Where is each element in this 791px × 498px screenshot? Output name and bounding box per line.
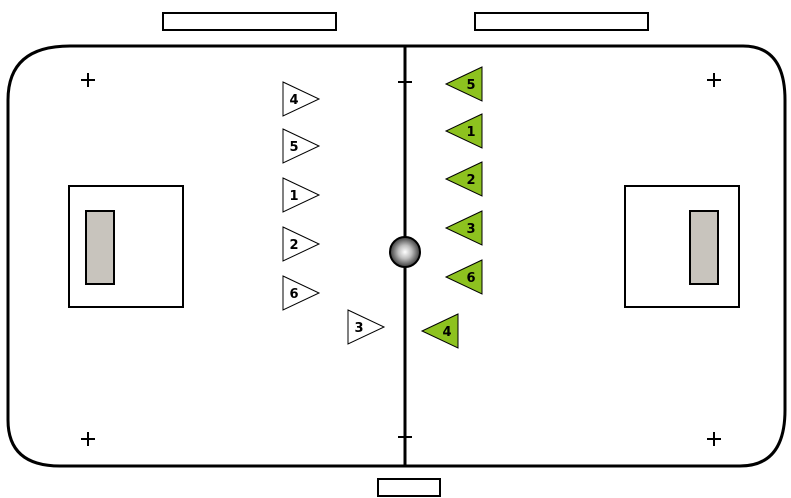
home-player-2[interactable]: 5 xyxy=(282,128,321,164)
triangle-right-icon xyxy=(282,275,321,311)
plus-icon xyxy=(707,432,721,446)
triangle-right-icon xyxy=(282,81,321,117)
right-bench xyxy=(474,12,649,31)
left-goal xyxy=(85,210,115,285)
player-number: 4 xyxy=(289,93,298,108)
away-player-2[interactable]: 1 xyxy=(444,113,483,149)
right-goal-area xyxy=(624,185,740,308)
away-player-3[interactable]: 2 xyxy=(444,161,483,197)
ball-icon[interactable] xyxy=(389,236,421,268)
plus-icon xyxy=(707,73,721,87)
player-number: 5 xyxy=(289,140,298,155)
player-number: 4 xyxy=(442,325,451,340)
triangle-right-icon xyxy=(282,226,321,262)
player-number: 2 xyxy=(466,173,475,188)
player-number: 2 xyxy=(289,238,298,253)
triangle-left-icon xyxy=(420,313,459,349)
player-number: 1 xyxy=(289,189,298,204)
triangle-left-icon xyxy=(444,210,483,246)
home-player-6[interactable]: 3 xyxy=(347,309,386,345)
home-player-4[interactable]: 2 xyxy=(282,226,321,262)
player-number: 5 xyxy=(466,78,475,93)
triangle-left-icon xyxy=(444,113,483,149)
home-player-5[interactable]: 6 xyxy=(282,275,321,311)
away-player-1[interactable]: 5 xyxy=(444,66,483,102)
plus-icon xyxy=(81,73,95,87)
player-number: 6 xyxy=(289,287,298,302)
triangle-right-icon xyxy=(282,128,321,164)
home-team-players: 4 5 1 2 6 3 xyxy=(282,81,386,345)
away-team-players: 5 1 2 3 6 4 xyxy=(420,66,483,349)
triangle-left-icon xyxy=(444,259,483,295)
triangle-right-icon xyxy=(347,309,386,345)
triangle-right-icon xyxy=(282,177,321,213)
penalty-box xyxy=(377,478,441,497)
home-player-1[interactable]: 4 xyxy=(282,81,321,117)
right-goal xyxy=(689,210,719,285)
triangle-left-icon xyxy=(444,161,483,197)
player-number: 1 xyxy=(466,125,475,140)
plus-icon xyxy=(81,432,95,446)
away-player-5[interactable]: 6 xyxy=(444,259,483,295)
away-player-6[interactable]: 4 xyxy=(420,313,459,349)
left-bench xyxy=(162,12,337,31)
home-player-3[interactable]: 1 xyxy=(282,177,321,213)
player-number: 6 xyxy=(466,271,475,286)
rink-boundary xyxy=(6,44,787,468)
away-player-4[interactable]: 3 xyxy=(444,210,483,246)
triangle-left-icon xyxy=(444,66,483,102)
player-number: 3 xyxy=(354,321,363,336)
player-number: 3 xyxy=(466,222,475,237)
